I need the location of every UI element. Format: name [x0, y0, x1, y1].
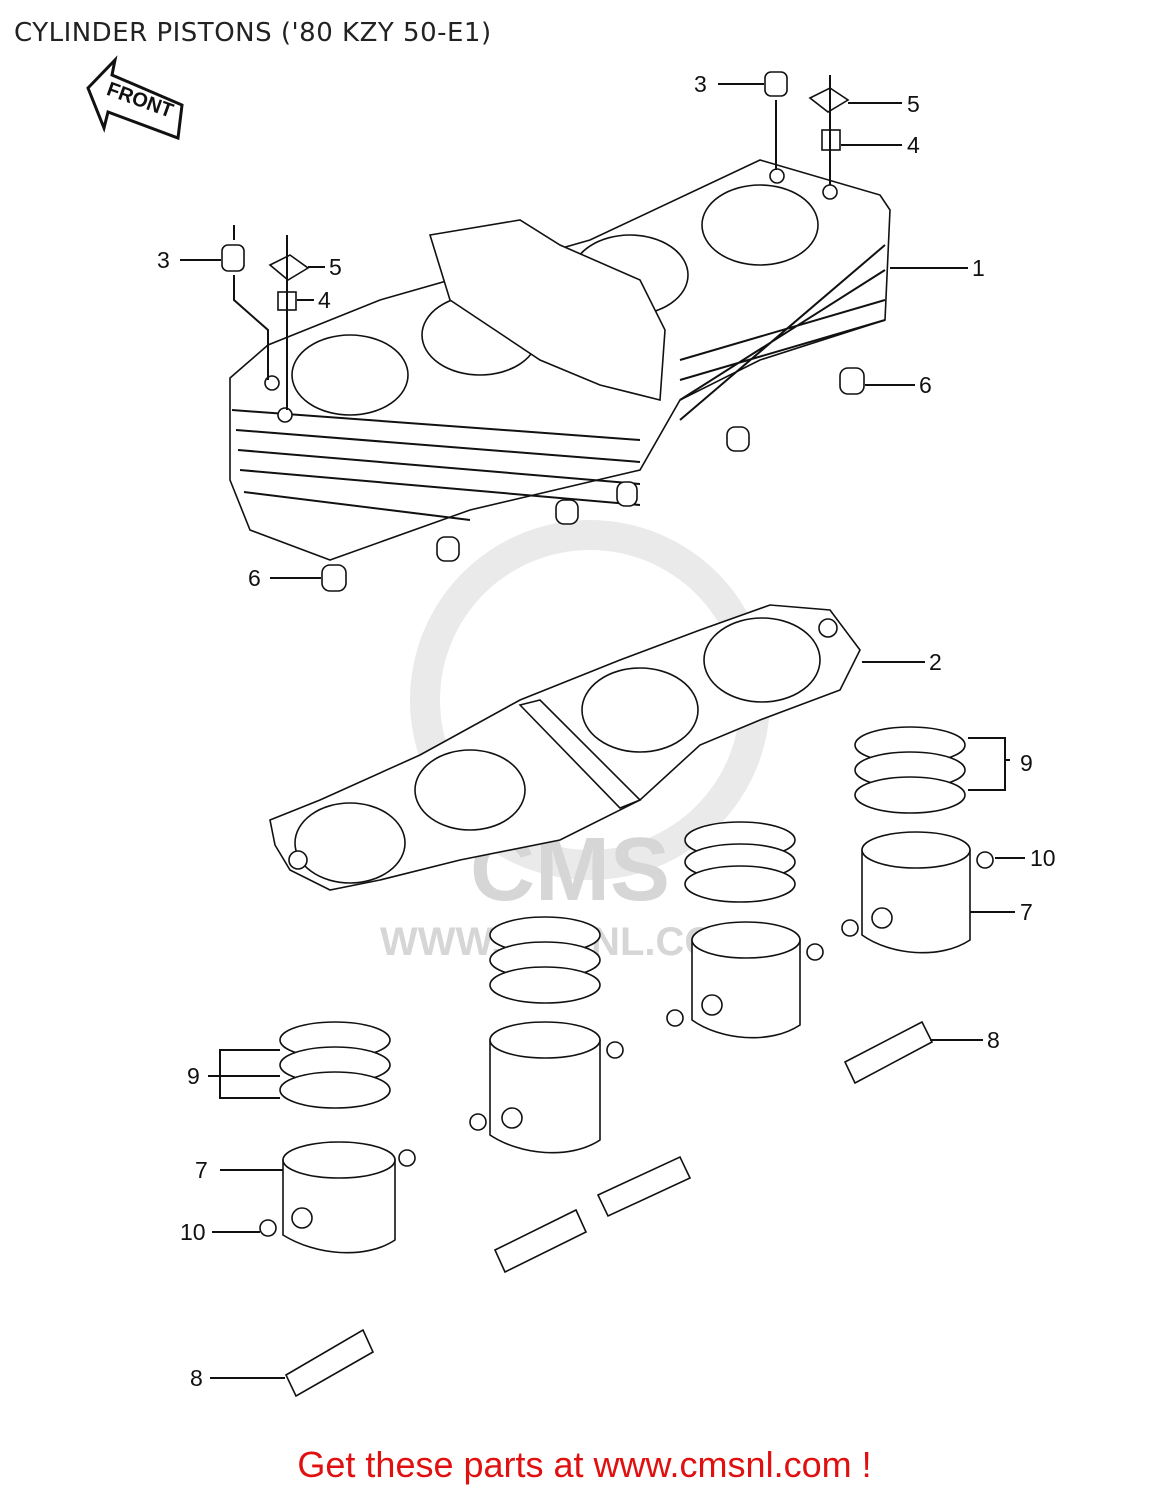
leader-lines: [180, 83, 1025, 1379]
piston-ring-sets: [279, 726, 966, 1109]
callout-10: 10: [180, 1219, 206, 1245]
callout-5: 5: [907, 91, 920, 117]
cylinder-block: [229, 159, 891, 561]
callout-6: 6: [248, 565, 261, 591]
callout-9: 9: [187, 1063, 200, 1089]
piston-pins: [284, 1020, 934, 1398]
footer-link[interactable]: Get these parts at www.cmsnl.com !: [297, 1444, 872, 1485]
callout-labels: 3 5 4 3 5 4 1 6 6 2 9 10 7 8 9 7 10 8: [157, 71, 1056, 1391]
callout-9: 9: [1020, 750, 1033, 776]
callout-8: 8: [190, 1365, 203, 1391]
dowel-pins: [321, 367, 865, 592]
callout-5: 5: [329, 254, 342, 280]
callout-3: 3: [694, 71, 707, 97]
front-arrow-icon: FRONT: [86, 55, 184, 141]
pistons: [282, 831, 971, 1254]
callout-7: 7: [1020, 899, 1033, 925]
callout-3: 3: [157, 247, 170, 273]
callout-1: 1: [972, 255, 985, 281]
cylinder-studs: [221, 71, 850, 410]
callout-4: 4: [318, 287, 331, 313]
callout-10: 10: [1030, 845, 1056, 871]
page-title: CYLINDER PISTONS ('80 KZY 50-E1): [14, 18, 492, 48]
callout-4: 4: [907, 132, 920, 158]
callout-7: 7: [195, 1157, 208, 1183]
head-gasket: [269, 604, 861, 891]
callout-2: 2: [929, 649, 942, 675]
callout-6: 6: [919, 372, 932, 398]
callout-8: 8: [987, 1027, 1000, 1053]
circlips: [259, 851, 994, 1237]
